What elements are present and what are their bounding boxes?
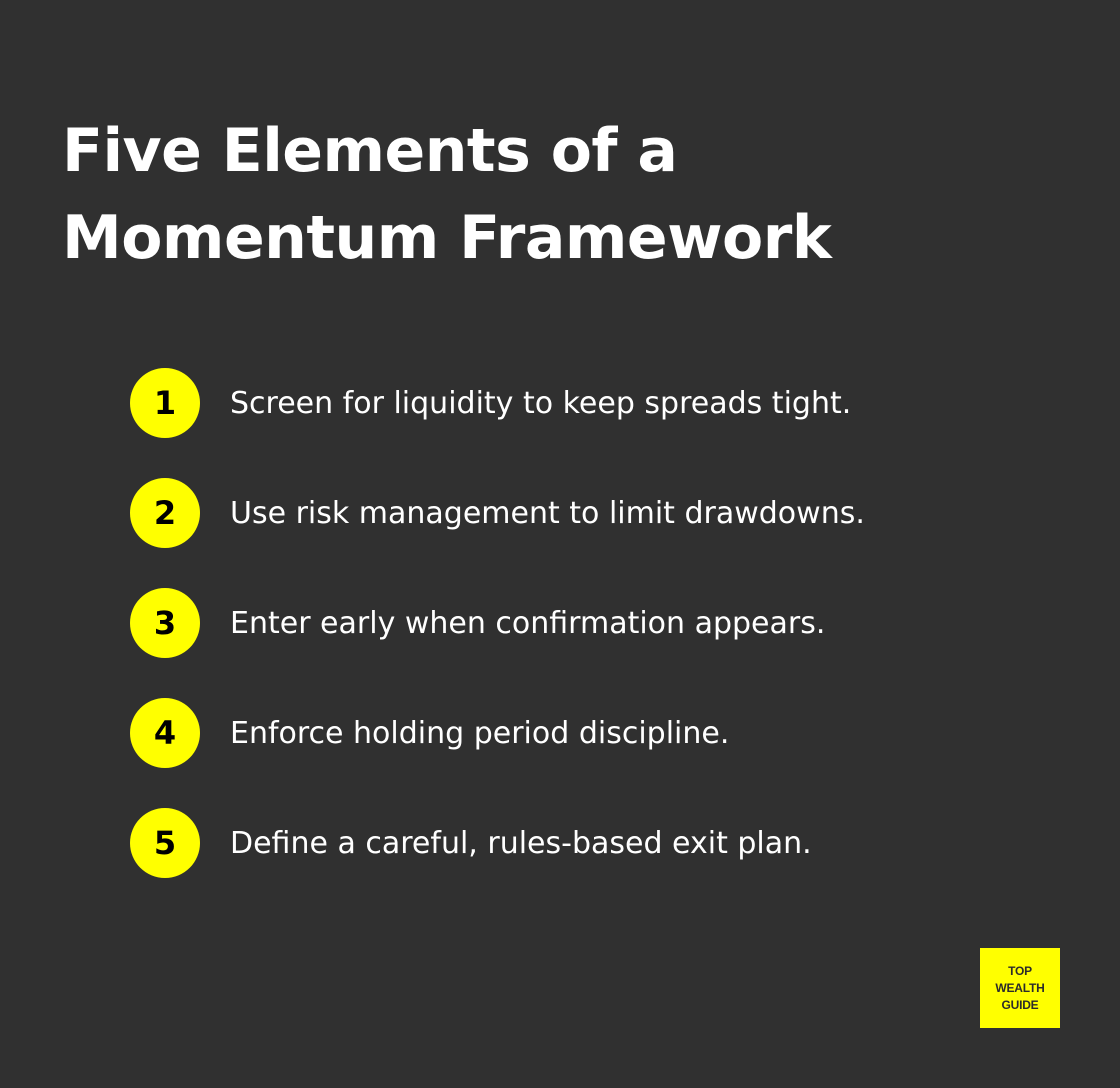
number-badge: 4 [130,698,200,768]
list-item-text: Enforce holding period discipline. [230,715,730,751]
number-badge: 2 [130,478,200,548]
logo-line-guide: GUIDE [1001,997,1039,1012]
list-item-text: Define a careful, rules-based exit plan. [230,825,812,861]
list-item: 3 Enter early when confirmation appears. [130,588,865,658]
list-item: 4 Enforce holding period discipline. [130,698,865,768]
brand-logo: TOP WEALTH GUIDE [980,948,1060,1028]
number-badge: 5 [130,808,200,878]
list-item-text: Screen for liquidity to keep spreads tig… [230,385,852,421]
list-item-text: Enter early when confirmation appears. [230,605,826,641]
list-item: 1 Screen for liquidity to keep spreads t… [130,368,865,438]
list-item-text: Use risk management to limit drawdowns. [230,495,865,531]
number-badge: 1 [130,368,200,438]
number-badge: 3 [130,588,200,658]
logo-line-wealth: WEALTH [995,980,1045,995]
list-item: 2 Use risk management to limit drawdowns… [130,478,865,548]
page-title: Five Elements of a Momentum Framework [62,116,832,273]
elements-list: 1 Screen for liquidity to keep spreads t… [130,368,865,918]
list-item: 5 Define a careful, rules-based exit pla… [130,808,865,878]
logo-line-top: TOP [1008,963,1032,978]
